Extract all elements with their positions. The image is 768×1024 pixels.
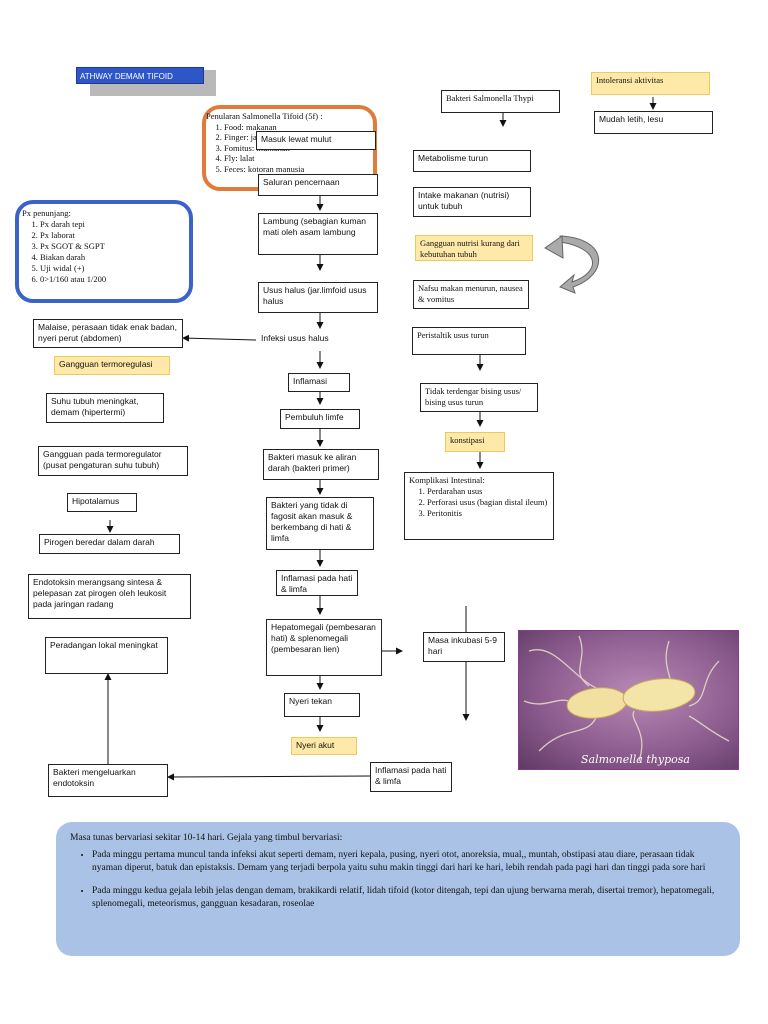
penunjang-item: Px darah tepi <box>40 219 187 230</box>
malaise-box: Malaise, perasaan tidak enak badan, nyer… <box>33 319 183 348</box>
bacteria-illustration: Salmonella thyposa <box>523 635 730 766</box>
penunjang-item: Px SGOT & SGPT <box>40 241 187 252</box>
peristaltik-box: Peristaltik usus turun <box>412 327 526 355</box>
suhu-box: Suhu tubuh meningkat, demam (hipertermi) <box>46 393 164 423</box>
pembuluh-box: Pembuluh limfe <box>280 409 360 429</box>
bakteri-endotoksin-box: Bakteri mengeluarkan endotoksin <box>48 764 168 797</box>
salmonella-photo: Salmonella thyposa <box>518 630 739 770</box>
intake-box: Intake makanan (nutrisi) untuk tubuh <box>413 187 531 217</box>
pirogen-box: Pirogen beredar dalam darah <box>39 534 180 554</box>
intoleransi-highlight: Intoleransi aktivitas <box>591 72 710 95</box>
infeksi-box: Infeksi usus halus <box>256 330 376 351</box>
gangguan-pusat-box: Gangguan pada termoregulator (pusat peng… <box>38 446 188 476</box>
inflamasi-box: Inflamasi <box>288 373 350 392</box>
penularan-item: Feces: kotoran manusia <box>224 164 376 175</box>
penunjang-frame <box>15 200 193 303</box>
info-intro: Masa tunas bervariasi sekitar 10-14 hari… <box>70 833 343 843</box>
tidak-terdengar-box: Tidak terdengar bising usus/ bising usus… <box>420 383 538 412</box>
komplikasi-item: Perforasi usus (bagian distal ileum) <box>427 497 549 508</box>
page-title: ATHWAY DEMAM TIFOID <box>76 67 204 84</box>
photo-caption: Salmonella thyposa <box>581 753 690 766</box>
bakteri-salmonella-box: Bakteri Salmonella Thypi <box>441 90 560 113</box>
gangguan-termo-highlight: Gangguan termoregulasi <box>54 356 170 375</box>
bakteri-aliran-box: Bakteri masuk ke aliran darah (bakteri p… <box>263 449 379 480</box>
curved-arrow-icon <box>559 235 599 294</box>
gangguan-nutrisi-highlight: Gangguan nutrisi kurang dari kebutuhan t… <box>415 235 533 261</box>
penunjang-list: Px penunjang: Px darah tepi Px laborat P… <box>22 208 187 285</box>
bakteri-fagosit-box: Bakteri yang tidak di fagosit akan masuk… <box>266 497 374 550</box>
penunjang-item: Px laborat <box>40 230 187 241</box>
info-bullet: Pada minggu kedua gejala lebih jelas den… <box>92 885 726 911</box>
penularan-heading: Penularan Salmonella Tifoid (5f) : <box>206 111 323 121</box>
penularan-item: Food: makanan <box>224 122 376 133</box>
lambung-box: Lambung (sebagian kuman mati oleh asam l… <box>258 213 378 255</box>
mudah-letih-box: Mudah letih, lesu <box>594 111 713 134</box>
saluran-box: Saluran pencernaan <box>258 174 378 196</box>
komplikasi-heading: Komplikasi Intestinal: <box>409 475 485 485</box>
masuk-box: Masuk lewat mulut <box>256 131 376 150</box>
penunjang-heading: Px penunjang: <box>22 208 71 218</box>
peradangan-box: Peradangan lokal meningkat <box>45 637 168 674</box>
masa-inkubasi-box: Masa inkubasi 5-9 hari <box>423 632 505 662</box>
inflamasi-hati-2-box: Inflamasi pada hati & limfa <box>370 762 452 792</box>
nafsu-box: Nafsu makan menurun, nausea & vomitus <box>413 280 529 309</box>
inflamasi-hati-box: Inflamasi pada hati & limfa <box>276 570 358 596</box>
hepatomegali-box: Hepatomegali (pembesaran hati) & splenom… <box>266 619 382 676</box>
komplikasi-item: Peritonitis <box>427 508 549 519</box>
info-panel: Masa tunas bervariasi sekitar 10-14 hari… <box>56 822 740 956</box>
nyeri-tekan-box: Nyeri tekan <box>284 693 360 717</box>
penunjang-item: 0>1/160 atau 1/200 <box>40 274 187 285</box>
info-bullet: Pada minggu pertama muncul tanda infeksi… <box>92 849 726 875</box>
metabolisme-box: Metabolisme turun <box>413 150 531 172</box>
komplikasi-item: Perdarahan usus <box>427 486 549 497</box>
penularan-item: Fly: lalat <box>224 153 376 164</box>
hipotalamus-box: Hipotalamus <box>67 493 137 512</box>
endotoksin-box: Endotoksin merangsang sintesa & pelepasa… <box>28 574 191 619</box>
nyeri-akut-highlight: Nyeri akut <box>291 737 357 755</box>
penunjang-item: Uji widal (+) <box>40 263 187 274</box>
usus-box: Usus halus (jar.limfoid usus halus <box>258 282 378 313</box>
penunjang-item: Biakan darah <box>40 252 187 263</box>
konstipasi-highlight: konstipasi <box>445 432 505 452</box>
komplikasi-box: Komplikasi Intestinal: Perdarahan usus P… <box>404 472 554 540</box>
